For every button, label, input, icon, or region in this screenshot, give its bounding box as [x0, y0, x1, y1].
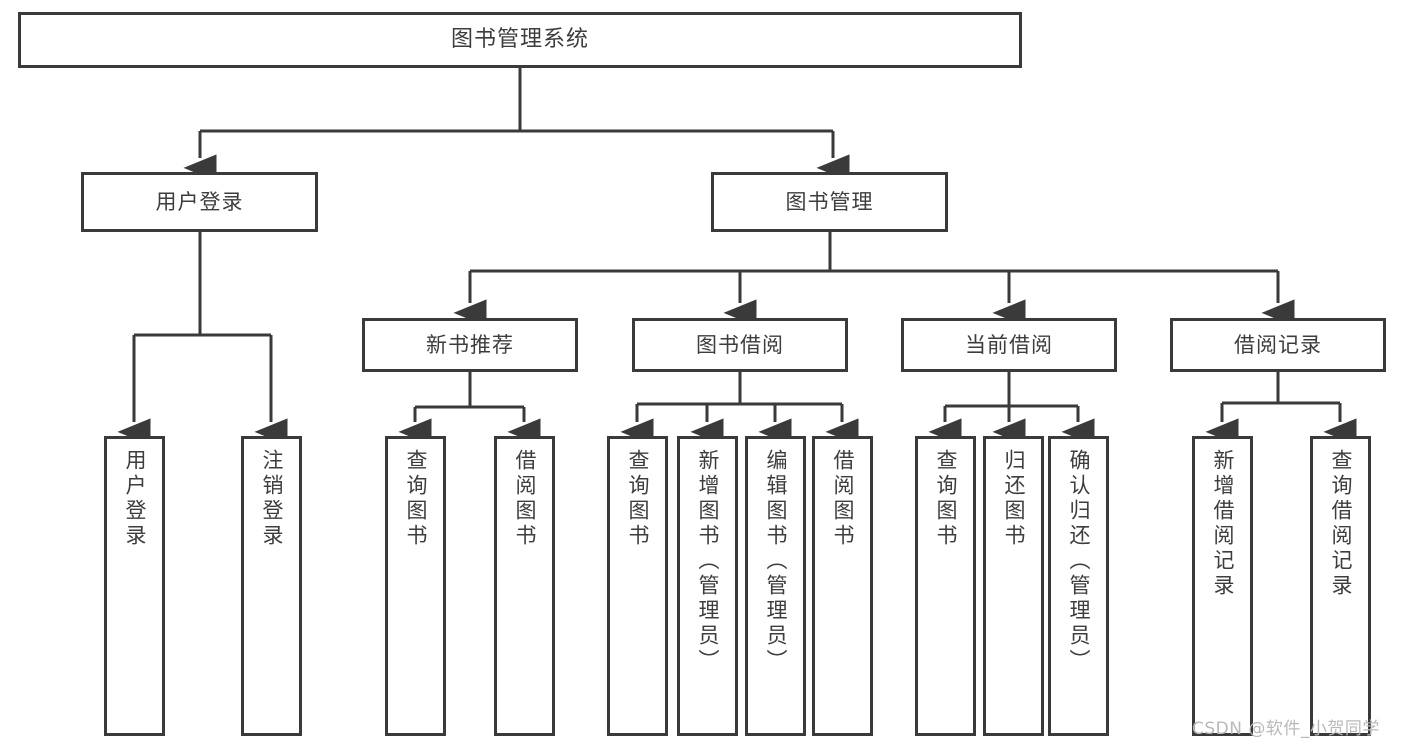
leaf-label: 编辑图书（管理员）	[764, 449, 789, 674]
watermark: CSDN @软件_小贺同学	[1192, 719, 1380, 739]
node-label: 当前借阅	[965, 332, 1053, 357]
leaf-label: 新增借阅记录	[1211, 449, 1236, 599]
leaf-current-borrow-return-book[interactable]: 归还图书	[983, 436, 1044, 736]
leaf-current-borrow-confirm-return[interactable]: 确认归还（管理员）	[1048, 436, 1109, 736]
node-label: 图书管理系统	[450, 27, 589, 53]
leaf-user-login-login[interactable]: 用户登录	[104, 436, 165, 736]
leaf-borrow-record-add-record[interactable]: 新增借阅记录	[1192, 436, 1253, 736]
leaf-new-book-query-book[interactable]: 查询图书	[385, 436, 446, 736]
node-root-system[interactable]: 图书管理系统	[18, 12, 1022, 68]
node-label: 图书管理	[785, 189, 874, 214]
leaf-current-borrow-query-book[interactable]: 查询图书	[915, 436, 976, 736]
leaf-label: 查询图书	[404, 449, 429, 549]
node-new-book-recommend[interactable]: 新书推荐	[362, 318, 578, 372]
leaf-label: 用户登录	[123, 449, 148, 549]
leaf-borrow-record-query-record[interactable]: 查询借阅记录	[1310, 436, 1371, 736]
leaf-label: 查询图书	[626, 449, 651, 549]
node-label: 新书推荐	[426, 332, 514, 357]
node-label: 图书借阅	[696, 332, 784, 357]
leaf-label: 归还图书	[1002, 449, 1027, 549]
leaf-label: 借阅图书	[831, 449, 856, 549]
leaf-label: 查询借阅记录	[1329, 449, 1354, 599]
leaf-book-borrow-borrow-book[interactable]: 借阅图书	[812, 436, 873, 736]
node-current-borrow[interactable]: 当前借阅	[901, 318, 1117, 372]
leaf-book-borrow-add-book[interactable]: 新增图书（管理员）	[677, 436, 738, 736]
leaf-label: 新增图书（管理员）	[696, 449, 721, 674]
leaf-book-borrow-edit-book[interactable]: 编辑图书（管理员）	[745, 436, 806, 736]
node-label: 借阅记录	[1234, 332, 1322, 357]
node-label: 用户登录	[155, 189, 244, 214]
leaf-book-borrow-query-book[interactable]: 查询图书	[607, 436, 668, 736]
leaf-user-login-logout[interactable]: 注销登录	[241, 436, 302, 736]
node-user-login[interactable]: 用户登录	[81, 172, 318, 232]
node-book-borrow[interactable]: 图书借阅	[632, 318, 848, 372]
node-borrow-record[interactable]: 借阅记录	[1170, 318, 1386, 372]
leaf-label: 查询图书	[934, 449, 959, 549]
leaf-new-book-borrow-book[interactable]: 借阅图书	[494, 436, 555, 736]
leaf-label: 确认归还（管理员）	[1067, 449, 1092, 674]
node-book-management[interactable]: 图书管理	[711, 172, 948, 232]
leaf-label: 借阅图书	[513, 449, 538, 549]
leaf-label: 注销登录	[260, 449, 285, 549]
